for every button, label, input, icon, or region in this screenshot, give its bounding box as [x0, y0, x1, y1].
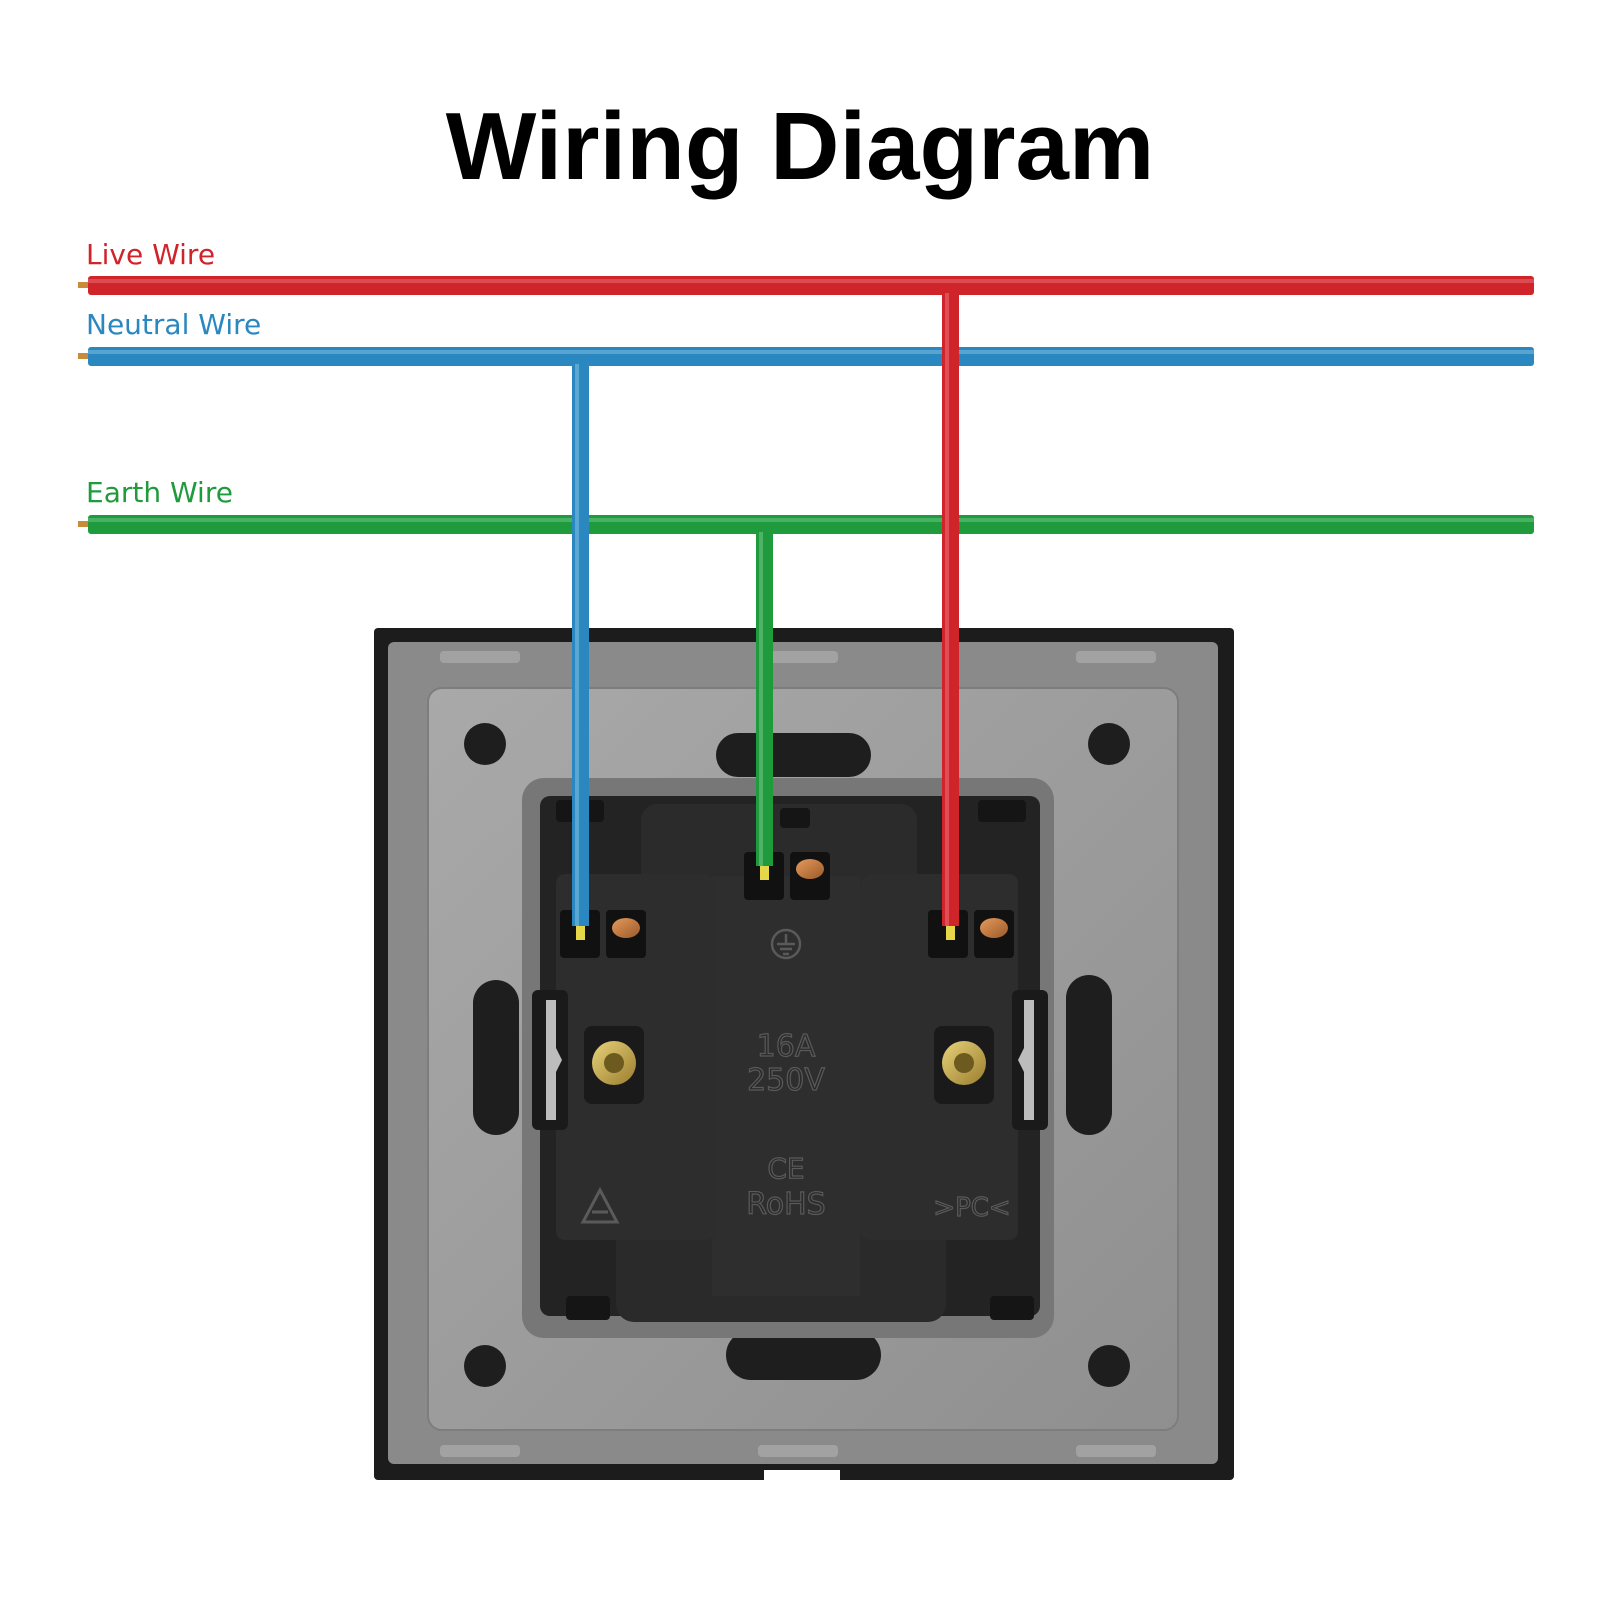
center-column — [712, 876, 860, 1296]
diagram-title: Wiring Diagram — [445, 93, 1155, 200]
neutral-wire — [78, 347, 1534, 366]
recycle-icon — [580, 1186, 620, 1224]
current-rating-marking: 16A — [757, 1029, 816, 1064]
socket-back: 16A 250V CE RoHS >PC< — [374, 628, 1234, 1482]
frame-gap — [764, 1470, 840, 1482]
bottom-clips — [566, 1296, 1034, 1320]
top-clips — [556, 800, 1026, 828]
live-drop-wire — [942, 293, 959, 940]
side-spring-clips — [532, 990, 1048, 1130]
rohs-marking: RoHS — [746, 1187, 825, 1222]
live-wire — [78, 276, 1534, 295]
mounting-slots — [473, 733, 1112, 1380]
ce-marking: CE — [767, 1152, 804, 1185]
earth-drop-wire — [756, 532, 773, 880]
voltage-rating-marking: 250V — [747, 1063, 825, 1098]
frame-notches — [440, 651, 1156, 1457]
live-wire-label: Live Wire — [86, 238, 216, 271]
material-marking: >PC< — [933, 1193, 1010, 1223]
mounting-holes — [464, 723, 1130, 1387]
neutral-drop-wire — [572, 364, 589, 940]
screw-terminals — [584, 1026, 994, 1104]
neutral-wire-label: Neutral Wire — [86, 308, 262, 341]
earth-wire-label: Earth Wire — [86, 476, 233, 509]
earth-wire — [78, 515, 1534, 534]
earth-symbol-icon — [770, 928, 802, 960]
